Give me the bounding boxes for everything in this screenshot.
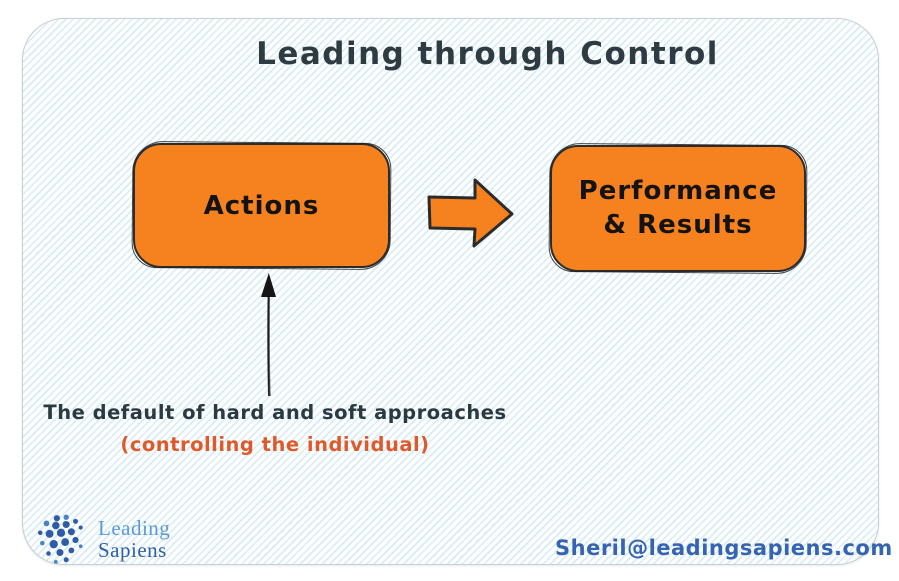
contact-email: Sheril@leadingsapiens.com <box>555 536 893 560</box>
performance-box-line2: & Results <box>603 209 753 240</box>
canvas-card <box>22 18 879 565</box>
performance-box-line1: Performance <box>578 175 778 206</box>
right-block-arrow-icon <box>427 178 514 248</box>
leading-sapiens-logo-text: Leading Sapiens <box>98 516 171 562</box>
leading-sapiens-logo-icon <box>37 514 83 564</box>
logo-text-sapiens: Sapiens <box>98 537 167 562</box>
actions-box-label: Actions <box>203 190 320 221</box>
logo-text-leading: Leading <box>98 516 171 540</box>
up-arrow-icon <box>261 273 276 397</box>
page-title: Leading through Control <box>256 36 719 72</box>
caption-controlling-individual: (controlling the individual) <box>120 433 430 456</box>
actions-box: Actions <box>133 143 390 268</box>
performance-results-box: Performance & Results <box>550 145 806 272</box>
caption-default-approaches: The default of hard and soft approaches <box>43 401 507 424</box>
leading-sapiens-logo: Leading Sapiens <box>33 511 170 567</box>
